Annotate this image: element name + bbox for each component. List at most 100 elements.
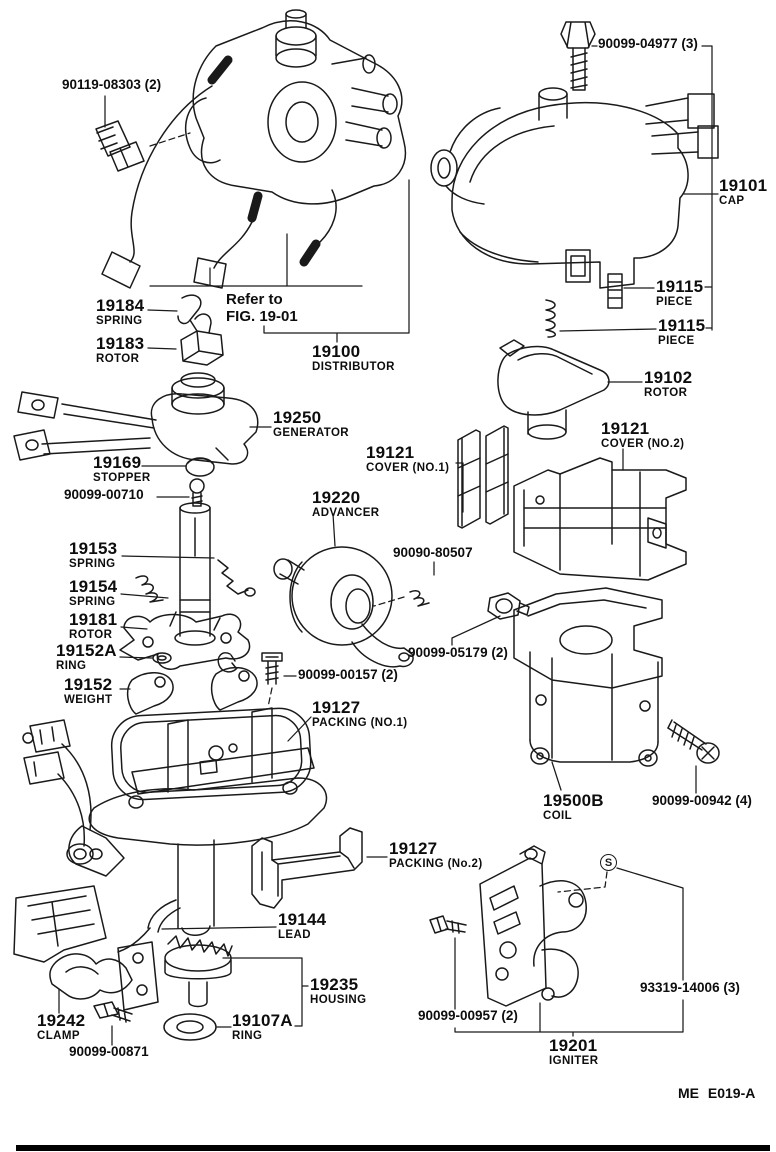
part-number: 19127 xyxy=(389,839,438,858)
bolt-90119-drawing xyxy=(95,120,145,172)
packing-19127n1-drawing xyxy=(110,707,312,801)
bolt-00957-drawing xyxy=(429,915,467,934)
part-name: DISTRIBUTOR xyxy=(312,360,395,373)
part-name: PIECE xyxy=(658,334,695,347)
part-name: PIECE xyxy=(656,295,693,308)
wire-harness-drawing xyxy=(13,719,159,1023)
part-number: 19201 xyxy=(549,1036,598,1055)
part-name: RING xyxy=(56,659,87,672)
part-name: ADVANCER xyxy=(312,506,380,519)
part-number: 19220 xyxy=(312,488,361,507)
part-number: 19115 xyxy=(656,277,704,296)
part-name: WEIGHT xyxy=(64,693,113,706)
part-number: 19153 xyxy=(69,539,118,558)
part-name: CLAMP xyxy=(37,1029,80,1042)
part-number: 19152A xyxy=(56,641,117,660)
nut-05179-drawing xyxy=(487,592,530,620)
part-number: 19107A xyxy=(232,1011,293,1030)
part-label-90099-05179: 90099-05179 (2) xyxy=(408,645,508,660)
part-number: 19154 xyxy=(69,577,118,596)
part-number: 19115 xyxy=(658,316,706,335)
part-number: 90099-00710 xyxy=(64,487,144,502)
refer-note: Refer to FIG. 19-01 xyxy=(226,291,298,326)
part-number: 19250 xyxy=(273,408,322,427)
part-name: COVER (NO.1) xyxy=(366,461,450,474)
refer-note-line1: Refer to xyxy=(226,291,283,308)
part-label-90099-00957: 90099-00957 (2) xyxy=(418,1008,518,1023)
shaft-assembly-drawing xyxy=(119,502,430,715)
part-label-90099-04977: 90099-04977 (3) xyxy=(598,36,698,51)
stopper-19169-drawing xyxy=(185,457,215,477)
part-number: 19152 xyxy=(64,675,113,694)
part-label-90090-80507: 90090-80507 xyxy=(393,545,473,560)
part-name: COVER (NO.2) xyxy=(601,437,685,450)
part-name: SPRING xyxy=(69,557,116,570)
coil-19500b-drawing xyxy=(513,587,663,767)
spring-19115b-drawing xyxy=(545,299,556,338)
part-name: PACKING (NO.1) xyxy=(312,716,408,729)
screw-04977-drawing xyxy=(560,21,596,91)
part-number: 19102 xyxy=(644,368,693,387)
part-number: 90099-04977 (3) xyxy=(598,36,698,51)
part-number: 19100 xyxy=(312,342,361,361)
rotor-19102-drawing xyxy=(497,339,610,440)
part-name: ROTOR xyxy=(96,352,140,365)
cap-19101-drawing xyxy=(430,87,719,289)
packing-19127n2-drawing xyxy=(251,827,363,909)
part-number: 90099-00157 (2) xyxy=(298,667,398,682)
advancer-19220-drawing xyxy=(273,546,414,668)
part-number: 19183 xyxy=(96,334,145,353)
screw-00710-drawing xyxy=(189,478,205,507)
part-name: IGNITER xyxy=(549,1054,599,1067)
part-number: 19144 xyxy=(278,910,327,929)
refer-note-line2: FIG. 19-01 xyxy=(226,307,298,325)
generator-19250-drawing xyxy=(13,372,259,465)
part-number: 19121 xyxy=(601,419,650,438)
part-name: ROTOR xyxy=(69,628,113,641)
rotor-19183-drawing xyxy=(180,313,224,366)
part-number: 19121 xyxy=(366,443,415,462)
leader-lines xyxy=(58,45,719,1046)
part-number: 19101 xyxy=(719,176,768,195)
part-number: 90099-05179 (2) xyxy=(408,645,508,660)
piece-19115a-drawing xyxy=(607,273,623,309)
bottom-border-bar xyxy=(16,1145,770,1151)
part-number: 90099-00957 (2) xyxy=(418,1008,518,1023)
substitution-symbol-badge: S xyxy=(600,854,617,871)
part-number: 19127 xyxy=(312,698,361,717)
part-number: 93319-14006 (3) xyxy=(640,980,740,995)
distributor-19100-drawing xyxy=(101,9,407,289)
part-number: 90090-80507 xyxy=(393,545,473,560)
part-number: 19235 xyxy=(310,975,359,994)
part-name: COIL xyxy=(543,809,573,822)
part-number: 19500B xyxy=(543,791,604,810)
part-name: GENERATOR xyxy=(273,426,350,439)
part-label-93319-14006: 93319-14006 (3) xyxy=(640,980,740,995)
part-number: 90099-00871 xyxy=(69,1044,149,1059)
part-name: HOUSING xyxy=(310,993,367,1006)
part-label-90099-00871: 90099-00871 xyxy=(69,1044,149,1059)
